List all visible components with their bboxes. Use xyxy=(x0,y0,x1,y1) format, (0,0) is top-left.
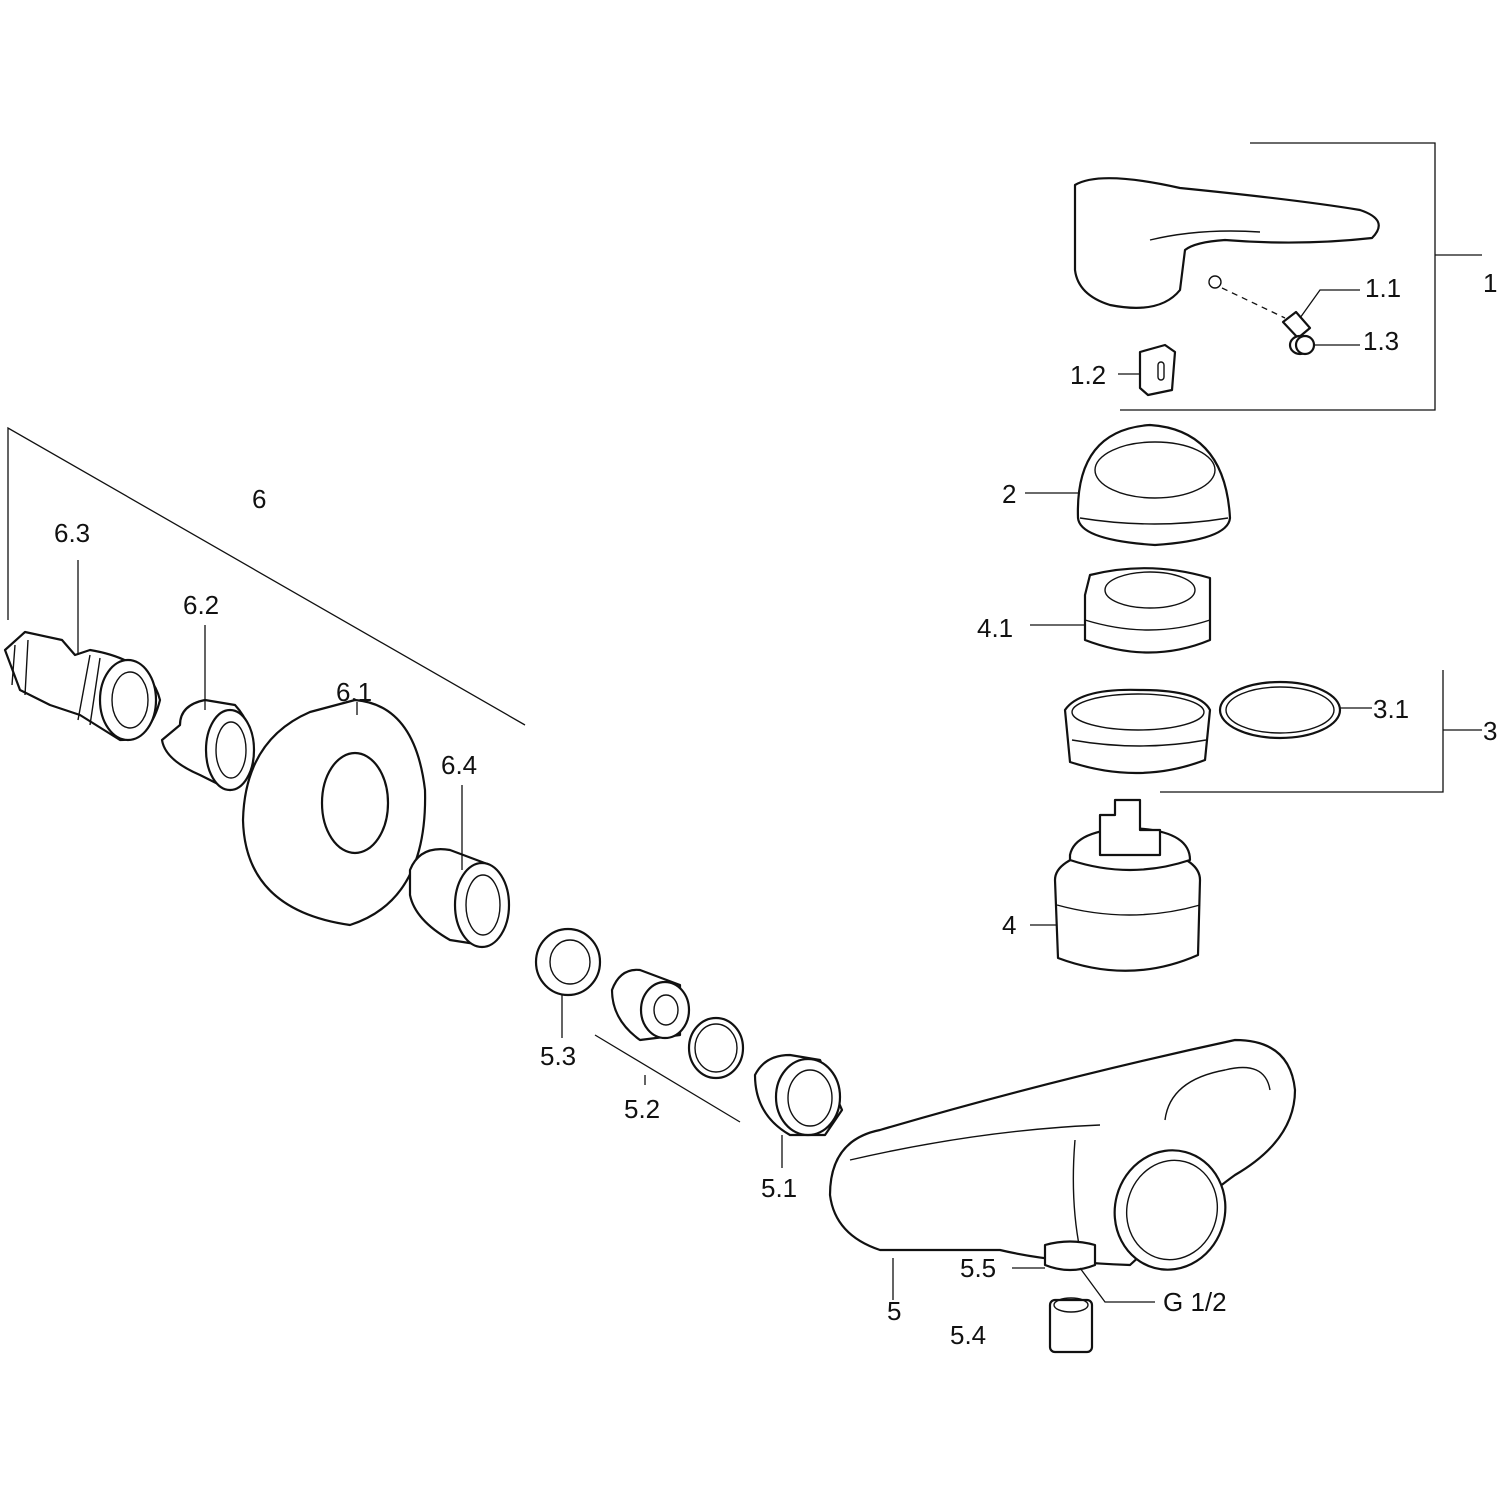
label-thread-size: G 1/2 xyxy=(1163,1287,1227,1317)
bushing-part xyxy=(1063,688,1212,775)
label-1: 1 xyxy=(1483,268,1497,298)
label-4: 4 xyxy=(1002,910,1016,940)
set-screw-part xyxy=(1281,289,1360,340)
label-1-1: 1.1 xyxy=(1365,273,1401,303)
label-1-2: 1.2 xyxy=(1070,360,1106,390)
label-5-2: 5.2 xyxy=(624,1094,660,1124)
ring-nut-part xyxy=(1030,567,1212,654)
escutcheon-rosette-part xyxy=(241,698,427,927)
washer-part xyxy=(534,927,602,1038)
union-nut-part xyxy=(753,1053,844,1168)
spout-body-part xyxy=(828,1038,1297,1303)
group-6-bracket xyxy=(7,426,526,726)
label-4-1: 4.1 xyxy=(977,613,1013,643)
handle-lever-part xyxy=(1073,177,1380,319)
screw-cap-part xyxy=(1288,334,1360,356)
dome-cover-part xyxy=(1025,423,1232,547)
label-6: 6 xyxy=(252,484,266,514)
label-6-3: 6.3 xyxy=(54,518,90,548)
aerator-part xyxy=(1048,1297,1094,1354)
label-5-5: 5.5 xyxy=(960,1253,996,1283)
label-5: 5 xyxy=(887,1296,901,1326)
o-ring-part xyxy=(1218,680,1372,740)
sleeve-part xyxy=(160,625,256,792)
label-6-1: 6.1 xyxy=(336,677,372,707)
cartridge-part xyxy=(1030,798,1202,972)
group-1-bracket xyxy=(1120,142,1482,411)
label-2: 2 xyxy=(1002,479,1016,509)
group-5-2-bracket xyxy=(594,1034,741,1123)
label-3-1: 3.1 xyxy=(1373,694,1409,724)
label-1-3: 1.3 xyxy=(1363,326,1399,356)
label-5-1: 5.1 xyxy=(761,1173,797,1203)
insert-block-part xyxy=(1118,343,1177,397)
seal-ring-part xyxy=(687,1016,745,1080)
label-6-4: 6.4 xyxy=(441,750,477,780)
spindle-part xyxy=(3,560,162,742)
label-5-3: 5.3 xyxy=(540,1041,576,1071)
group-3-bracket xyxy=(1160,670,1482,793)
label-3: 3 xyxy=(1483,716,1497,746)
extension-sleeve-part xyxy=(408,785,511,949)
label-5-4: 5.4 xyxy=(950,1320,986,1350)
adapter-part xyxy=(610,968,691,1042)
label-6-2: 6.2 xyxy=(183,590,219,620)
